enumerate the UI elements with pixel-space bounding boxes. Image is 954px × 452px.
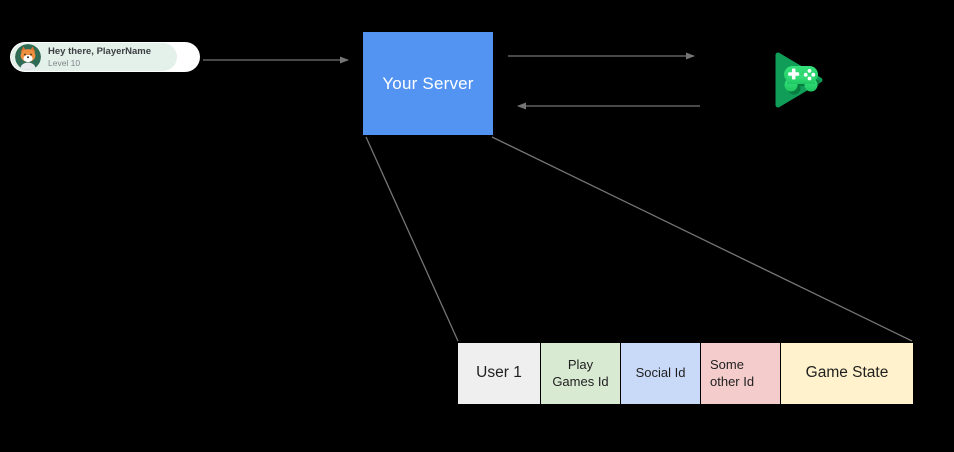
server-label: Your Server xyxy=(382,73,474,93)
player-greeting-text: Hey there, PlayerName xyxy=(48,46,151,57)
table-cell-social-id: Social Id xyxy=(621,343,701,404)
line-server-to-table-right xyxy=(491,136,913,342)
player-level-text: Level 10 xyxy=(48,57,81,68)
table-cell-user-label: User 1 xyxy=(476,364,522,382)
user-record-table: User 1 Play Games Id Social Id Some othe… xyxy=(457,342,914,405)
server-box: Your Server xyxy=(363,32,493,135)
table-cell-some-other-id: Some other Id xyxy=(701,343,781,404)
player-greeting-card: Hey there, PlayerName Level 10 xyxy=(10,42,200,72)
table-cell-game-state-label: Game State xyxy=(805,364,889,382)
table-cell-play-games-id-label: Play Games Id xyxy=(552,356,609,389)
table-cell-user: User 1 xyxy=(458,343,541,404)
fox-avatar-icon xyxy=(15,44,41,70)
google-play-games-icon xyxy=(770,45,832,115)
table-cell-play-games-id: Play Games Id xyxy=(541,343,621,404)
table-cell-game-state: Game State xyxy=(781,343,913,404)
player-card-texts: Hey there, PlayerName Level 10 xyxy=(48,46,151,69)
line-server-to-table-left xyxy=(365,136,459,342)
gamepad-glyph xyxy=(784,66,818,92)
table-cell-social-id-label: Social Id xyxy=(635,365,686,381)
table-cell-some-other-id-label: Some other Id xyxy=(710,356,755,389)
